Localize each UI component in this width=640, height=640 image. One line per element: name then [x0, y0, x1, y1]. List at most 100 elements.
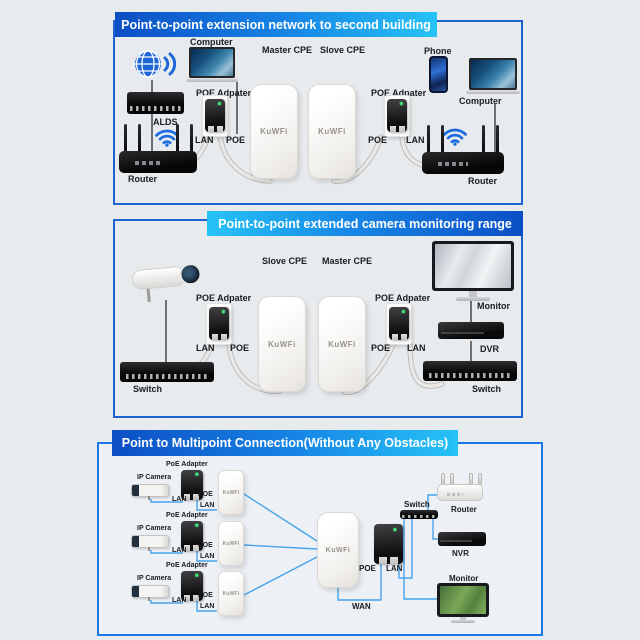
lan-label: LAN [407, 343, 426, 353]
poe-label: POE [198, 542, 213, 549]
slove-cpe-label: Slove CPE [262, 256, 308, 266]
router-label: Router [451, 505, 477, 514]
smartphone [429, 56, 448, 93]
brand-logo: KuWFi [318, 127, 346, 136]
laptop-right [469, 58, 517, 90]
poe-adapter-right-label: POE Adpater [375, 293, 431, 303]
poe-adapter [181, 571, 203, 601]
nvr [438, 532, 486, 546]
brand-logo: KuWFi [328, 339, 356, 349]
brand-logo: KuWFi [222, 489, 240, 496]
wan-label: WAN [352, 602, 371, 611]
internet-globe-icon [132, 45, 178, 83]
lan-label: LAN [172, 496, 187, 503]
camera-bracket [146, 288, 151, 303]
panel-2-banner: Point-to-point extended camera monitorin… [207, 211, 523, 236]
switch [400, 510, 438, 519]
switch-right-label: Switch [472, 384, 502, 394]
lan-label: LAN [406, 135, 425, 145]
monitor-screen [440, 586, 486, 614]
router-right-label: Router [468, 176, 497, 186]
poe-adapter [181, 470, 203, 500]
phone-label: Phone [424, 46, 452, 56]
cpe-slove: KuWFi [308, 84, 356, 179]
antenna [124, 124, 127, 152]
nvr-label: NVR [452, 549, 469, 558]
computer-left-label: Computer [190, 37, 233, 47]
laptop-left-base [186, 78, 238, 82]
poe-label: POE [198, 491, 213, 498]
lan-label: LAN [172, 547, 187, 554]
router-white [437, 484, 483, 501]
monitor-screen [435, 244, 511, 288]
poe-adapter-label: PoE Adapter [166, 512, 208, 519]
lan-label: LAN [200, 603, 215, 610]
antenna [441, 125, 444, 153]
lan-label: LAN [196, 343, 215, 353]
switch-label: Switch [404, 500, 430, 509]
cpe-master: KuWFi [250, 84, 298, 179]
ip-camera [131, 484, 169, 500]
switch-right [423, 361, 517, 381]
panel-3-banner: Point to Multipoint Connection(Without A… [112, 430, 458, 456]
poe-label: POE [371, 343, 391, 353]
poe-label: POE [359, 564, 376, 573]
monitor-green [437, 583, 489, 617]
lan-label: LAN [200, 553, 215, 560]
laptop-left [189, 47, 235, 78]
lan-label: LAN [172, 597, 187, 604]
computer-right-label: Computer [459, 96, 502, 106]
poe-adapter-left-label: POE Adpater [196, 88, 252, 98]
antenna [190, 124, 193, 152]
master-cpe-label: Master CPE [262, 45, 313, 55]
lan-label: LAN [195, 135, 214, 145]
cpe-client: KuWFi [218, 470, 244, 515]
antenna [138, 124, 141, 152]
poe-adapter-right [389, 307, 409, 340]
ip-camera-label: IP Camera [137, 525, 172, 532]
poe-label: POE [198, 592, 213, 599]
monitor-label: Monitor [477, 301, 510, 311]
antenna [482, 125, 485, 153]
cpe-client: KuWFi [218, 521, 244, 566]
poe-adapter-label: PoE Adapter [166, 461, 208, 468]
switch-left [120, 362, 214, 382]
master-cpe-label: Master CPE [322, 256, 373, 266]
brand-logo: KuWFi [268, 339, 296, 349]
poe-label: POE [230, 343, 250, 353]
poe-label: POE [226, 135, 246, 145]
router-right [422, 152, 504, 174]
brand-logo: KuWFi [260, 127, 288, 136]
ip-camera [131, 535, 169, 551]
ip-camera-label: IP Camera [137, 474, 172, 481]
dvr-label: DVR [480, 344, 500, 354]
antenna [427, 125, 430, 153]
wifi-icon [442, 127, 468, 146]
brand-logo: KuWFi [325, 546, 351, 554]
laptop-right-base [466, 90, 520, 94]
ip-camera [131, 585, 169, 601]
poe-adapter-left-label: POE Adpater [196, 293, 252, 303]
cpe-base-station: KuWFi [317, 512, 359, 588]
poe-adapter-left [205, 99, 225, 132]
poe-adapter-central [374, 524, 403, 564]
monitor-cctv [432, 241, 514, 291]
cpe-slove: KuWFi [258, 296, 306, 392]
brand-logo: KuWFi [222, 590, 240, 597]
slove-cpe-label: Slove CPE [320, 45, 366, 55]
cpe-client: KuWFi [218, 571, 244, 616]
antenna [176, 124, 179, 152]
monitor-base [456, 297, 490, 301]
antenna [496, 125, 499, 153]
switch-left-label: Switch [133, 384, 163, 394]
poe-adapter [181, 521, 203, 551]
poe-label: POE [368, 135, 388, 145]
router-left [119, 151, 197, 173]
cpe-master: KuWFi [318, 296, 366, 392]
router-left-label: Router [128, 174, 157, 184]
poe-adapter-label: PoE Adapter [166, 562, 208, 569]
camera-body [130, 265, 187, 291]
monitor-neck [460, 617, 466, 620]
